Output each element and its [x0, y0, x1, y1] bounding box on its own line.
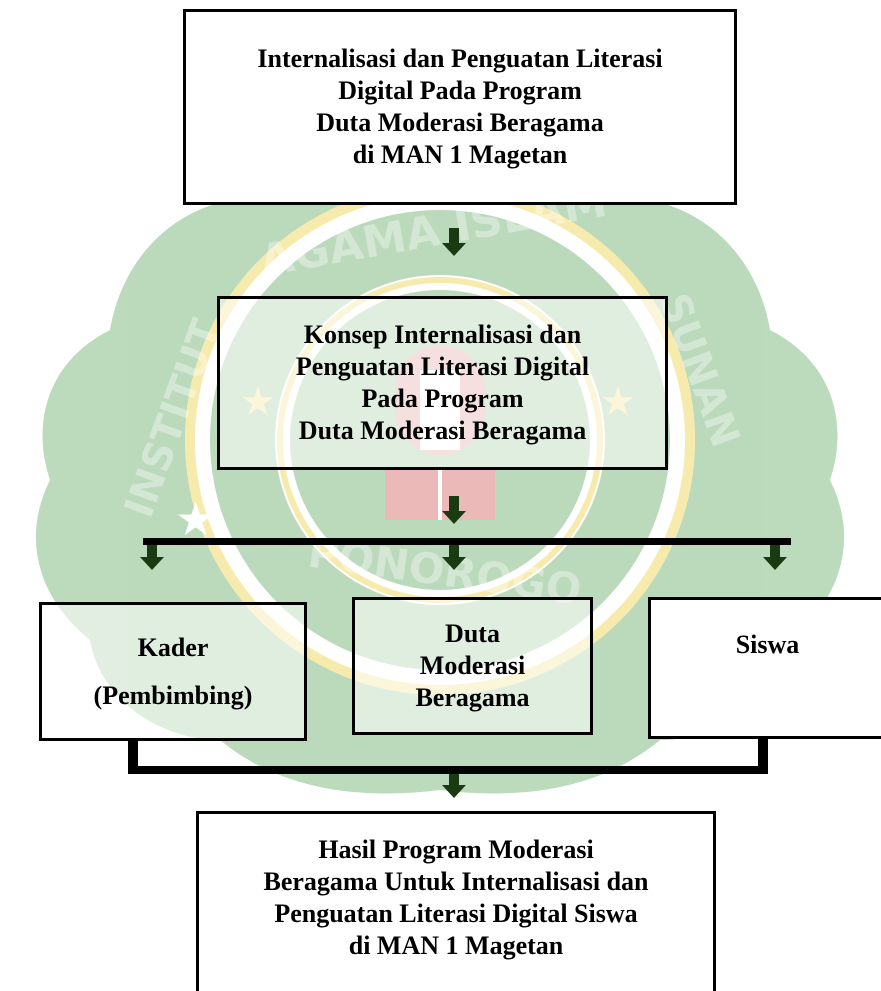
box-duta: Duta Moderasi Beragama [352, 597, 593, 735]
arrow-down-icon [442, 545, 466, 570]
seal-book-icon [385, 470, 495, 520]
box-kader: Kader (Pembimbing) [39, 602, 307, 741]
arrow-down-icon [442, 496, 466, 524]
arrow-down-icon [442, 774, 466, 798]
box-siswa-text: Siswa [735, 630, 800, 659]
box-siswa: Siswa [648, 597, 881, 739]
merge-line-left [128, 740, 138, 774]
arrow-down-icon [763, 545, 787, 570]
box-result-text: Hasil Program Moderasi Beragama Untuk In… [263, 834, 649, 960]
merge-line-right [758, 738, 768, 774]
box-kader-text: Kader (Pembimbing) [93, 632, 253, 710]
branch-line [143, 538, 791, 545]
box-result: Hasil Program Moderasi Beragama Untuk In… [196, 811, 716, 991]
arrow-down-icon [140, 545, 164, 570]
box-duta-text: Duta Moderasi Beragama [415, 619, 530, 712]
box-concept: Konsep Internalisasi dan Penguatan Liter… [217, 296, 668, 470]
merge-line [128, 766, 768, 774]
box-concept-text: Konsep Internalisasi dan Penguatan Liter… [295, 320, 590, 445]
box-top-text: Internalisasi dan Penguatan Literasi Dig… [257, 44, 663, 169]
arrow-down-icon [442, 228, 466, 256]
box-top-title: Internalisasi dan Penguatan Literasi Dig… [183, 9, 737, 205]
seal-star-bottom-left: ★ [175, 492, 216, 546]
